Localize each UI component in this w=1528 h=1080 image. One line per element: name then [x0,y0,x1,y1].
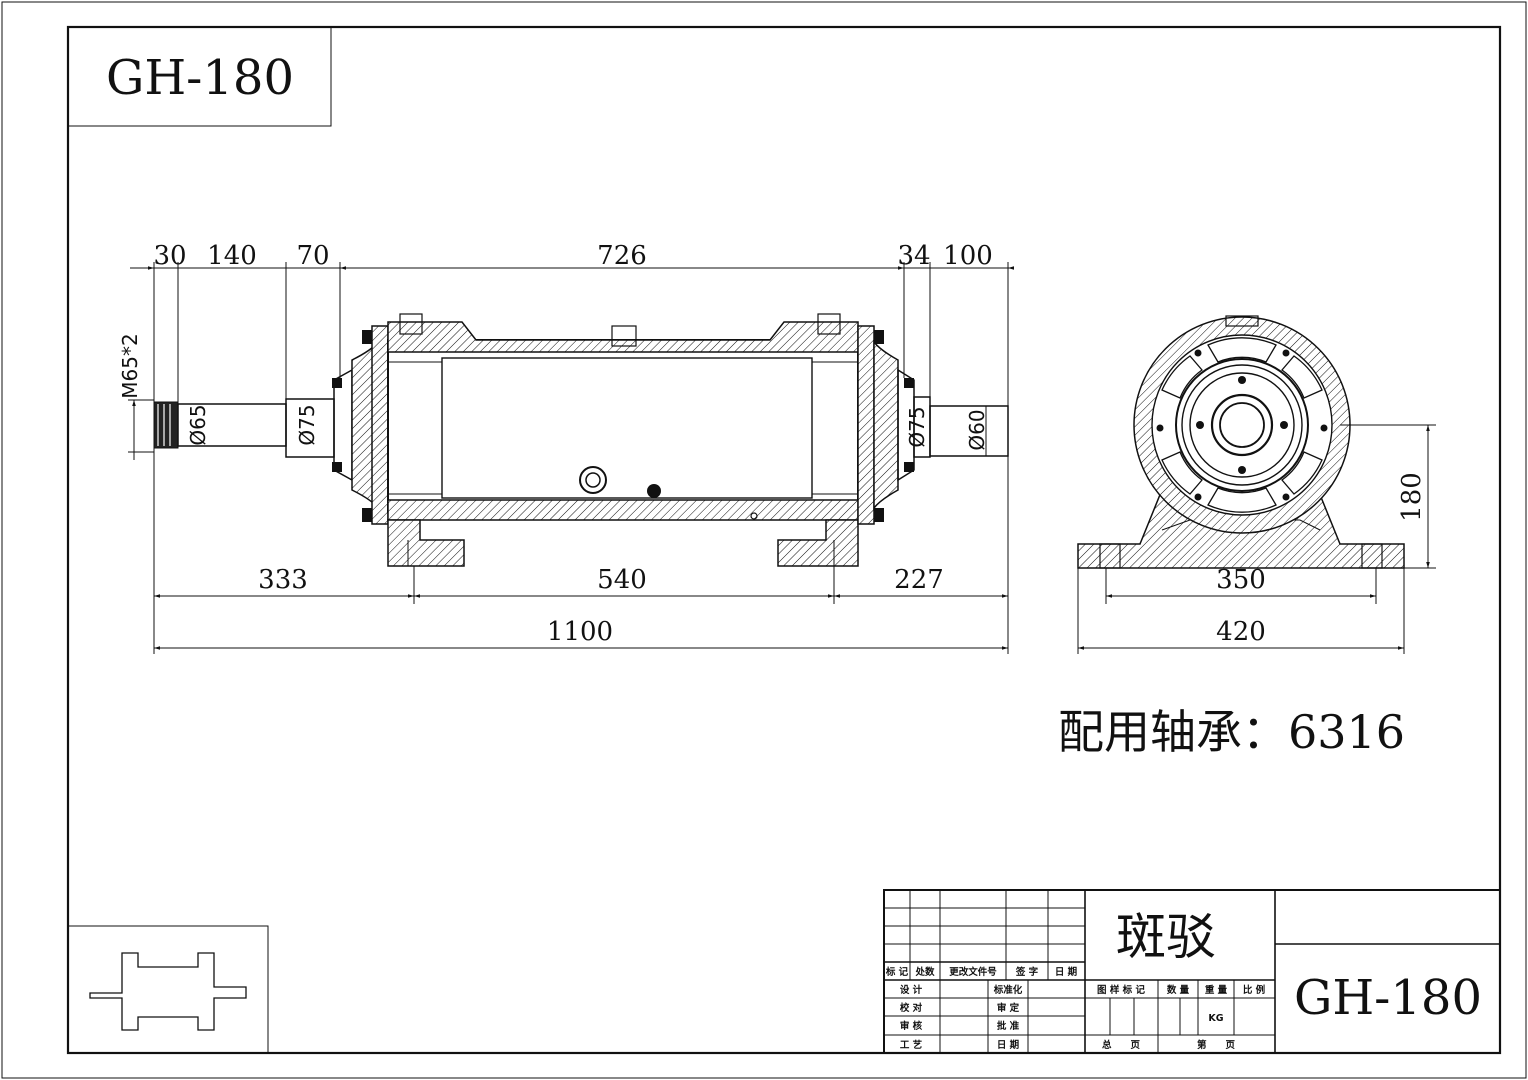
housing-body [387,339,859,513]
dia-label-4: Ø60 [965,409,989,450]
svg-text:数 量: 数 量 [1166,984,1190,996]
right-flange [857,325,875,525]
top-id-box: GH-180 [68,27,332,127]
thumbnail-box [68,925,269,1053]
bore-outer [1210,393,1274,457]
shaft-thumbnail-icon [89,952,247,1031]
svg-text:227: 227 [894,565,944,595]
svg-text:批 准: 批 准 [997,1020,1020,1032]
company-name: 斑驳 [1116,908,1216,966]
svg-text:70: 70 [296,241,329,271]
left-flange [371,325,389,525]
svg-text:工 艺: 工 艺 [900,1039,923,1051]
thread-label: M65*2 [118,333,142,398]
svg-text:比 例: 比 例 [1243,984,1265,996]
svg-text:日 期: 日 期 [997,1039,1019,1051]
width-inner-dim: 350 [1216,565,1266,595]
svg-text:标准化: 标准化 [993,984,1023,996]
right-foot [777,519,859,567]
dia-label-3: Ø75 [905,406,929,447]
svg-text:处数: 处数 [914,966,935,978]
svg-text:140: 140 [207,241,257,271]
dia-label-2: Ø75 [295,404,319,445]
svg-text:日 期: 日 期 [1055,966,1077,978]
svg-text:34: 34 [897,241,930,271]
svg-text:校 对: 校 对 [900,1002,923,1014]
drawing-id-top: GH-180 [106,50,294,106]
svg-text:726: 726 [597,241,647,271]
svg-text:100: 100 [943,241,993,271]
title-block: 标 记 处数 更改文件号 签 字 日 期 设 计 校 对 审 核 工 艺 标准化… [883,889,1501,1054]
svg-text:标 记: 标 记 [885,966,909,978]
top-dimensions: 30 140 70 726 34 100 [130,241,1014,406]
svg-text:签 字: 签 字 [1015,966,1039,978]
svg-text:设 计: 设 计 [900,984,923,996]
svg-text:图 样 标 记: 图 样 标 记 [1097,984,1145,996]
svg-text:审 核: 审 核 [900,1020,923,1032]
bottom-dimensions: 333 540 227 1100 [153,448,1009,654]
bore-inner [1219,402,1265,448]
end-view: 180 350 420 [1077,315,1436,654]
frame-border [66,25,1502,1055]
height-dim: 180 [1397,472,1427,522]
bearing-note: 配用轴承：6316 [1058,705,1405,759]
svg-text:KG: KG [1208,1013,1223,1024]
width-outer-dim: 420 [1216,617,1266,647]
svg-text:30: 30 [153,241,186,271]
svg-text:更改文件号: 更改文件号 [949,966,997,978]
svg-text:333: 333 [258,565,308,595]
svg-text:540: 540 [597,565,647,595]
svg-text:审 定: 审 定 [997,1002,1020,1014]
svg-text:重 量: 重 量 [1205,984,1228,996]
svg-text:总 页: 总 页 [1102,1039,1141,1051]
svg-text:第 页: 第 页 [1197,1039,1236,1051]
dia-label-1: Ø65 [186,404,210,445]
left-foot [387,519,465,567]
side-view: M65*2 Ø65 Ø75 Ø75 Ø60 30 140 70 726 34 [118,241,1014,654]
right-shaft [929,405,1009,457]
drawing-id-titleblock: GH-180 [1294,970,1482,1026]
svg-text:1100: 1100 [547,617,613,647]
